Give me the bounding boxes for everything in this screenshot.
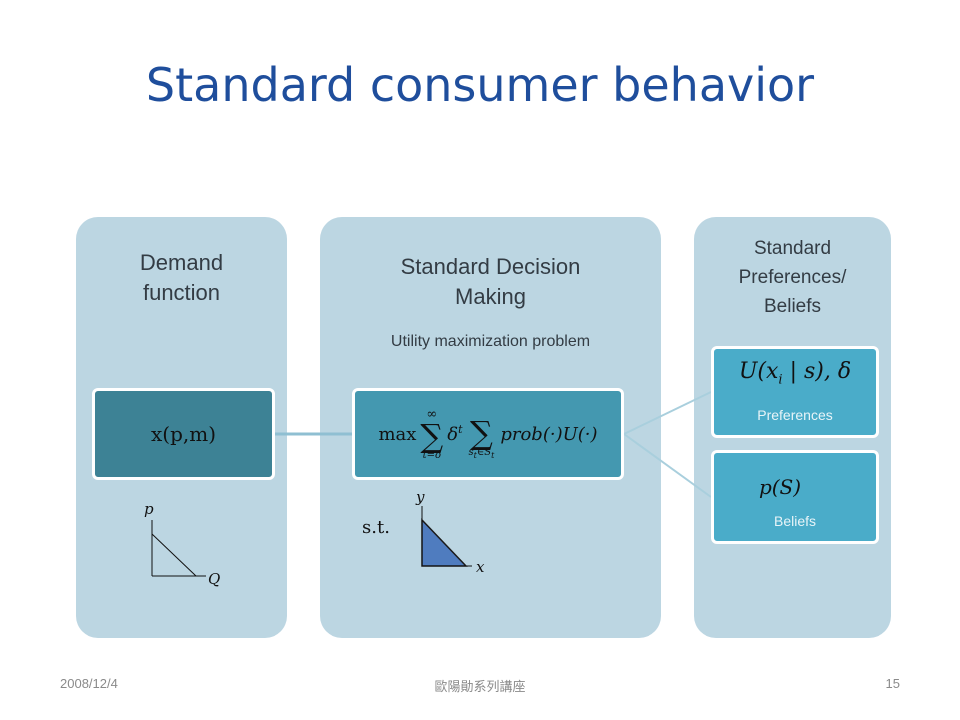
sum1-sigma: ∑ xyxy=(420,416,444,455)
decision-heading-line2: Making xyxy=(455,284,526,309)
footer-page-number: 15 xyxy=(885,676,900,691)
decision-heading: Standard Decision Making xyxy=(320,252,661,312)
constraint-graph-x-label: x xyxy=(476,558,485,576)
max-operator: max xyxy=(378,423,417,445)
budget-constraint-graph: y x xyxy=(415,488,485,576)
pref-heading-line3: Beliefs xyxy=(763,296,822,317)
sum2-lower-limit: st∈St xyxy=(468,447,495,460)
preferences-heading: Standard Preferences/ Beliefs xyxy=(694,234,891,321)
demand-heading: Demand function xyxy=(76,248,287,308)
demand-formula: x(p,m) xyxy=(150,422,216,446)
utility-max-formula: max ∞ ∑ t=o δt ∑ st∈St prob(·)U(·) xyxy=(378,408,597,461)
sum1-lower-limit: t=o xyxy=(422,449,442,461)
constraint-graph-y-label: y xyxy=(415,488,425,506)
demand-heading-line2: function xyxy=(142,280,221,305)
preferences-formula: U(xi | s), δ xyxy=(738,359,852,388)
slide-title: Standard consumer behavior xyxy=(145,58,815,112)
beliefs-box: p(S) Beliefs xyxy=(711,450,879,544)
sum-states: ∑ st∈St xyxy=(469,408,495,460)
decision-heading-line1: Standard Decision xyxy=(400,254,581,279)
pref-heading-line1: Standard xyxy=(753,238,832,259)
footer-date: 2008/12/4 xyxy=(60,676,118,691)
prob-utility-term: prob(·)U(·) xyxy=(500,423,598,445)
delta-symbol: δ xyxy=(447,424,459,445)
pref-heading-line2: Preferences/ xyxy=(738,267,847,288)
beliefs-formula: p(S) xyxy=(758,475,802,499)
discount-term: δt xyxy=(447,423,462,445)
delta-exponent: t xyxy=(458,423,463,436)
sum-infinite: ∞ ∑ t=o xyxy=(420,408,443,461)
footer-series-name: 歐陽勛系列講座 xyxy=(434,679,526,694)
preferences-box: U(xi | s), δ Preferences xyxy=(711,346,879,438)
demand-graph-y-label: p xyxy=(144,500,154,518)
utility-max-box: max ∞ ∑ t=o δt ∑ st∈St prob(·)U(·) xyxy=(352,388,624,480)
beliefs-label: Beliefs xyxy=(773,513,817,529)
demand-curve-graph: p Q xyxy=(144,500,220,588)
demand-function-box: x(p,m) xyxy=(92,388,275,480)
demand-heading-line1: Demand xyxy=(139,250,224,275)
preferences-label: Preferences xyxy=(757,407,833,423)
demand-graph-x-label: Q xyxy=(208,570,220,588)
decision-subtitle: Utility maximization problem xyxy=(390,333,591,350)
sum1-upper-limit: ∞ xyxy=(426,406,438,422)
constraint-label: s.t. xyxy=(362,517,390,538)
sum2-sigma: ∑ xyxy=(470,414,493,452)
